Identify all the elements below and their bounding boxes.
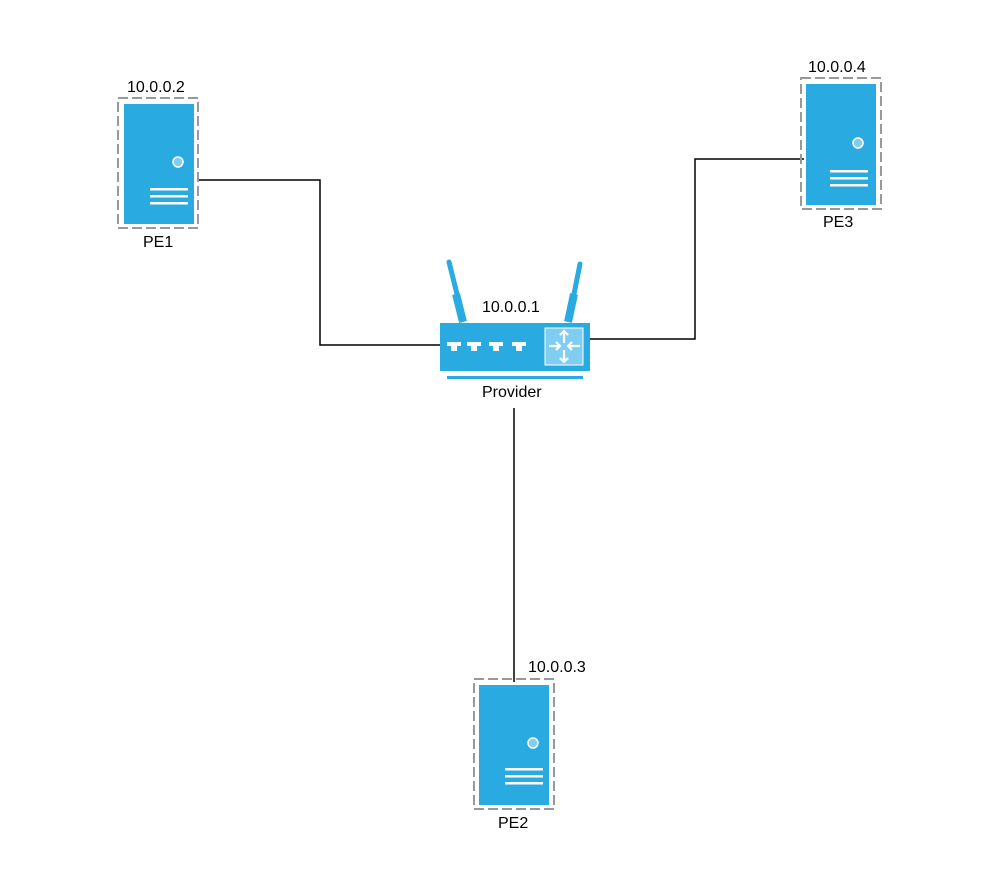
server-icon	[806, 84, 876, 205]
pe2-ip-label: 10.0.0.3	[528, 659, 586, 676]
pe2-server[interactable]	[473, 678, 555, 810]
provider-router[interactable]	[440, 259, 590, 379]
pe3-ip-label: 10.0.0.4	[808, 59, 866, 76]
server-icon	[479, 685, 549, 805]
pe1-ip-label: 10.0.0.2	[127, 79, 185, 96]
link-provider-pe3	[590, 158, 804, 340]
pe3-server[interactable]	[800, 77, 882, 210]
provider-name-label: Provider	[482, 384, 542, 401]
pe1-name-label: PE1	[143, 234, 174, 251]
pe1-server[interactable]	[117, 97, 199, 229]
router-icon	[440, 259, 590, 379]
pe3-name-label: PE3	[823, 214, 854, 231]
provider-ip-label: 10.0.0.1	[482, 299, 540, 316]
selection-frame	[117, 97, 199, 229]
selection-frame	[800, 77, 882, 210]
pe2-name-label: PE2	[498, 815, 529, 832]
server-icon	[124, 104, 194, 224]
link-pe1-provider	[198, 179, 440, 346]
selection-frame	[473, 678, 555, 810]
